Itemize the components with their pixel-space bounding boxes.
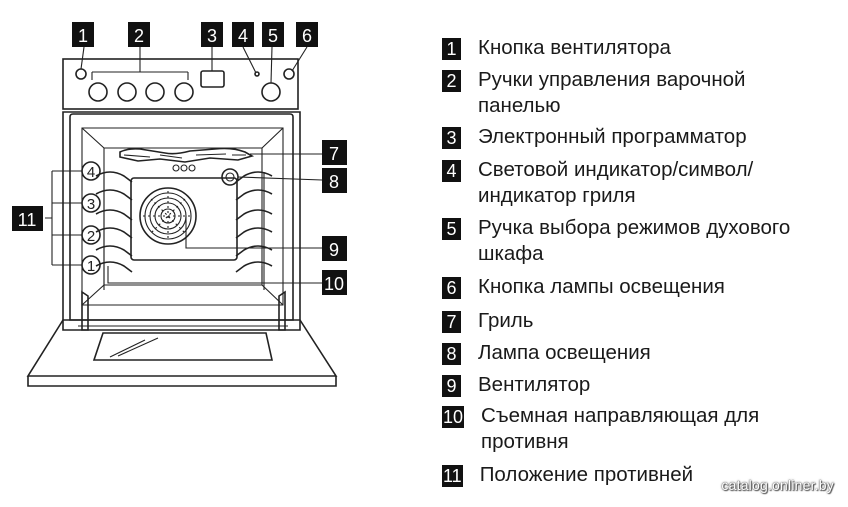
legend-number: 6 (442, 277, 461, 299)
legend-item-10: 10 Съемная направляющая для противня (442, 403, 833, 455)
legend-number: 7 (442, 311, 461, 333)
legend-number: 3 (442, 127, 461, 149)
shelf-level-2: 2 (81, 225, 101, 245)
legend-item-1: 1 Кнопка вентилятора (442, 35, 830, 61)
legend-label: Кнопка лампы освещения (478, 275, 725, 298)
svg-text:6: 6 (302, 26, 312, 46)
fan (139, 187, 197, 245)
svg-text:4: 4 (87, 164, 95, 181)
svg-text:3: 3 (207, 26, 217, 46)
callout-1: 1 (72, 22, 94, 47)
svg-text:8: 8 (329, 172, 339, 192)
oven-mode-knob[interactable] (261, 82, 281, 102)
svg-text:3: 3 (87, 196, 95, 213)
hob-knob-2[interactable] (117, 82, 137, 102)
callout-3: 3 (201, 22, 223, 47)
legend-item-7: 7 Гриль (442, 308, 830, 334)
legend-label: Съемная направляющая для противня (481, 404, 760, 453)
callout-5: 5 (262, 22, 284, 47)
svg-text:5: 5 (268, 26, 278, 46)
svg-text:11: 11 (18, 210, 37, 230)
legend-item-11: 11 Положение противней (442, 462, 832, 488)
legend-item-6: 6 Кнопка лампы освещения (442, 274, 830, 300)
legend-label: Световой индикатор/символ/ индикатор гри… (478, 158, 754, 207)
legend-item-4: 4 Световой индикатор/символ/ индикатор г… (442, 157, 830, 209)
oven-diagram: .ln { fill: none; stroke: #222; stroke-w… (12, 22, 347, 387)
electronic-programmer[interactable] (200, 70, 225, 88)
legend-number: 9 (442, 375, 461, 397)
legend-number: 5 (442, 218, 461, 240)
grill-element (119, 147, 255, 172)
shelf-runner-left (95, 171, 133, 290)
oven-cavity-frame (69, 113, 294, 321)
svg-text:1: 1 (78, 26, 88, 46)
legend-label: Положение противней (479, 463, 694, 486)
shelf-runner-right (235, 171, 273, 290)
legend-label: Электронный программатор (478, 125, 747, 148)
hob-knob-3[interactable] (145, 82, 165, 102)
callout-11: 11 (12, 206, 43, 231)
callout-4: 4 (232, 22, 254, 47)
legend-label: Лампа освещения (478, 341, 651, 364)
callout-9: 9 (322, 236, 347, 261)
svg-text:2: 2 (87, 228, 95, 245)
legend-label: Гриль (478, 309, 534, 332)
legend-item-2: 2 Ручки управления варочной панелью (442, 67, 830, 119)
removable-shelf-rail (107, 266, 263, 284)
legend-number: 10 (442, 406, 465, 428)
svg-text:10: 10 (324, 274, 344, 294)
oven-lamp (221, 168, 239, 186)
svg-text:2: 2 (134, 26, 144, 46)
callout-2: 2 (128, 22, 150, 47)
legend-label: Кнопка вентилятора (478, 36, 671, 59)
svg-text:1: 1 (87, 258, 95, 275)
legend-item-8: 8 Лампа освещения (442, 340, 830, 366)
oven-door (26, 319, 338, 387)
shelf-level-4: 4 (81, 161, 101, 181)
control-panel (62, 58, 299, 110)
legend-item-9: 9 Вентилятор (442, 372, 830, 398)
lamp-button[interactable] (283, 68, 295, 80)
oven-body-outer (62, 111, 301, 331)
legend-label: Вентилятор (478, 373, 591, 396)
legend-number: 4 (442, 160, 461, 182)
hob-knob-4[interactable] (174, 82, 194, 102)
indicator-light (254, 71, 260, 77)
svg-text:9: 9 (329, 240, 339, 260)
legend-label: Ручки управления варочной панелью (478, 68, 746, 117)
hob-knob-1[interactable] (88, 82, 108, 102)
callout-10: 10 (322, 270, 347, 295)
legend-number: 8 (442, 343, 461, 365)
door-window (92, 332, 273, 361)
svg-text:7: 7 (329, 144, 339, 164)
watermark: catalog.onliner.by (721, 477, 834, 493)
callout-6: 6 (296, 22, 318, 47)
legend-item-3: 3 Электронный программатор (442, 124, 830, 150)
fan-button[interactable] (75, 68, 87, 80)
legend-number: 1 (442, 38, 461, 60)
callout-7: 7 (322, 140, 347, 165)
legend-number: 2 (442, 70, 461, 92)
legend-number: 11 (442, 465, 463, 487)
legend-label: Ручка выбора режимов духового шкафа (478, 216, 791, 265)
shelf-level-3: 3 (81, 193, 101, 213)
legend-item-5: 5 Ручка выбора режимов духового шкафа (442, 215, 830, 267)
callout-8: 8 (322, 168, 347, 193)
svg-text:4: 4 (238, 26, 248, 46)
